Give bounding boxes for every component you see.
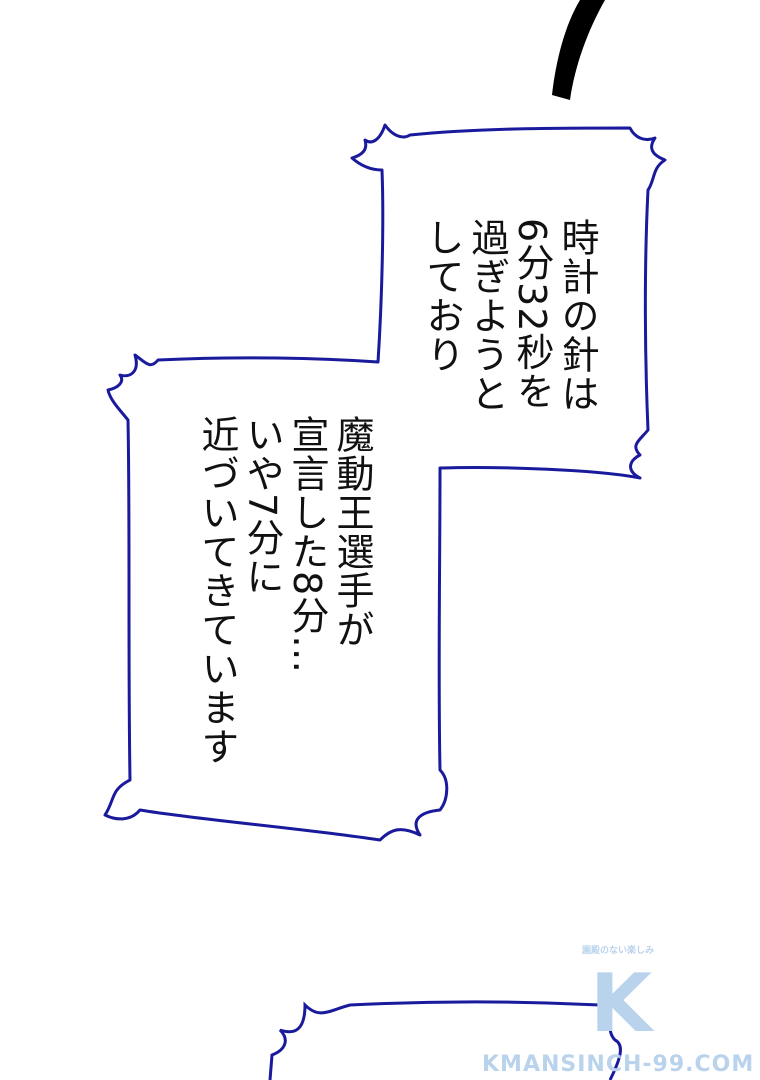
bubble-2-line-4: 近づいてきています bbox=[195, 415, 239, 766]
speed-line-stroke bbox=[552, 0, 605, 100]
bubble-2-line-1: 魔動王選手が bbox=[330, 415, 374, 649]
bubble-1-line-4: しており bbox=[420, 218, 464, 374]
watermark-site: KMANSINCH-99.COM bbox=[482, 1052, 755, 1077]
watermark-tagline: 園殿のない楽しみ bbox=[582, 946, 655, 956]
bubble-1-line-2: 6分32秒を bbox=[510, 218, 554, 411]
bubble-2-line-2: 宣言した8分… bbox=[285, 415, 329, 675]
bubble-1-line-1: 時計の針は bbox=[555, 218, 599, 413]
speech-bubble-next-outline bbox=[268, 1000, 622, 1080]
speech-bubble-outline bbox=[103, 123, 667, 842]
bubble-1-line-3: 過ぎようと bbox=[465, 218, 509, 413]
bubble-2-line-3: いや7分に bbox=[240, 415, 284, 597]
watermark-logo: K bbox=[590, 957, 652, 1050]
